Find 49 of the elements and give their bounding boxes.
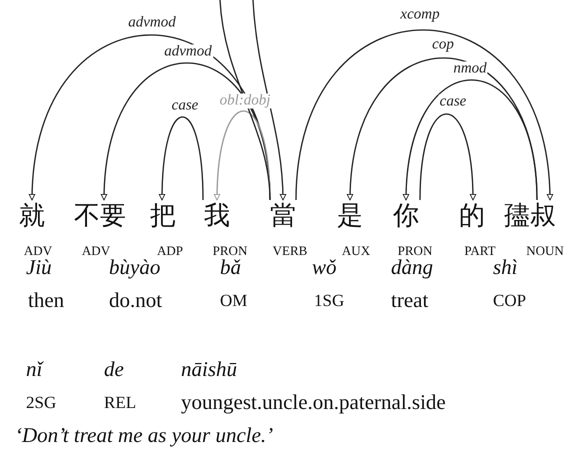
- gloss: OM: [220, 290, 248, 312]
- gloss: REL: [104, 392, 136, 414]
- gloss: treat: [391, 289, 428, 312]
- romanization: dàng: [391, 256, 433, 279]
- edge-label: advmod: [163, 44, 213, 60]
- word: 你: [392, 202, 420, 230]
- gloss: then: [28, 289, 64, 312]
- pos-tag: ADV: [24, 244, 52, 258]
- pos-tag: VERB: [272, 244, 308, 258]
- romanization: bǎ: [220, 256, 241, 279]
- gloss: youngest.uncle.on.paternal.side: [181, 391, 446, 414]
- dependency-arc: [347, 58, 538, 200]
- gloss: do.not: [109, 289, 162, 312]
- romanization: nāishū: [181, 358, 238, 381]
- dependency-arc: [219, 0, 271, 200]
- dependency-arc: [158, 116, 204, 200]
- edge-label: obl:dobj: [218, 94, 272, 108]
- pos-tag: PART: [464, 244, 496, 258]
- romanization: shì: [493, 256, 518, 279]
- romanization: de: [104, 358, 124, 381]
- dependency-arc: [419, 114, 476, 200]
- translation: ‘Don’t treat me as your uncle.’: [15, 424, 274, 447]
- romanization: bùyào: [109, 256, 160, 279]
- pos-tag: PRON: [212, 244, 248, 258]
- romanization: Jiù: [26, 256, 52, 279]
- dependency-arc: [214, 110, 271, 200]
- word: 就: [18, 202, 46, 230]
- pos-tag: NOUN: [526, 244, 564, 258]
- word: 當: [269, 202, 297, 230]
- pos-tag: AUX: [342, 244, 370, 258]
- word: 是: [336, 202, 364, 230]
- word: 不要: [72, 202, 128, 230]
- word: 的: [458, 202, 486, 230]
- romanization: wǒ: [312, 256, 337, 279]
- gloss: 2SG: [26, 392, 56, 414]
- dependency-arc: [295, 30, 553, 200]
- dependency-arc: [403, 80, 538, 200]
- dependency-arc: [101, 62, 271, 200]
- pos-tag: ADV: [82, 244, 110, 258]
- word: 我: [203, 202, 231, 230]
- pos-tag: PRON: [398, 244, 432, 258]
- pos-tag: ADP: [157, 244, 183, 258]
- gloss: 1SG: [314, 290, 344, 312]
- dependency-arc: [252, 0, 286, 200]
- gloss: COP: [493, 290, 526, 312]
- romanization: nǐ: [26, 358, 42, 381]
- edge-label: nmod: [452, 62, 488, 76]
- word: 孻叔: [502, 202, 558, 230]
- word: 把: [149, 202, 177, 230]
